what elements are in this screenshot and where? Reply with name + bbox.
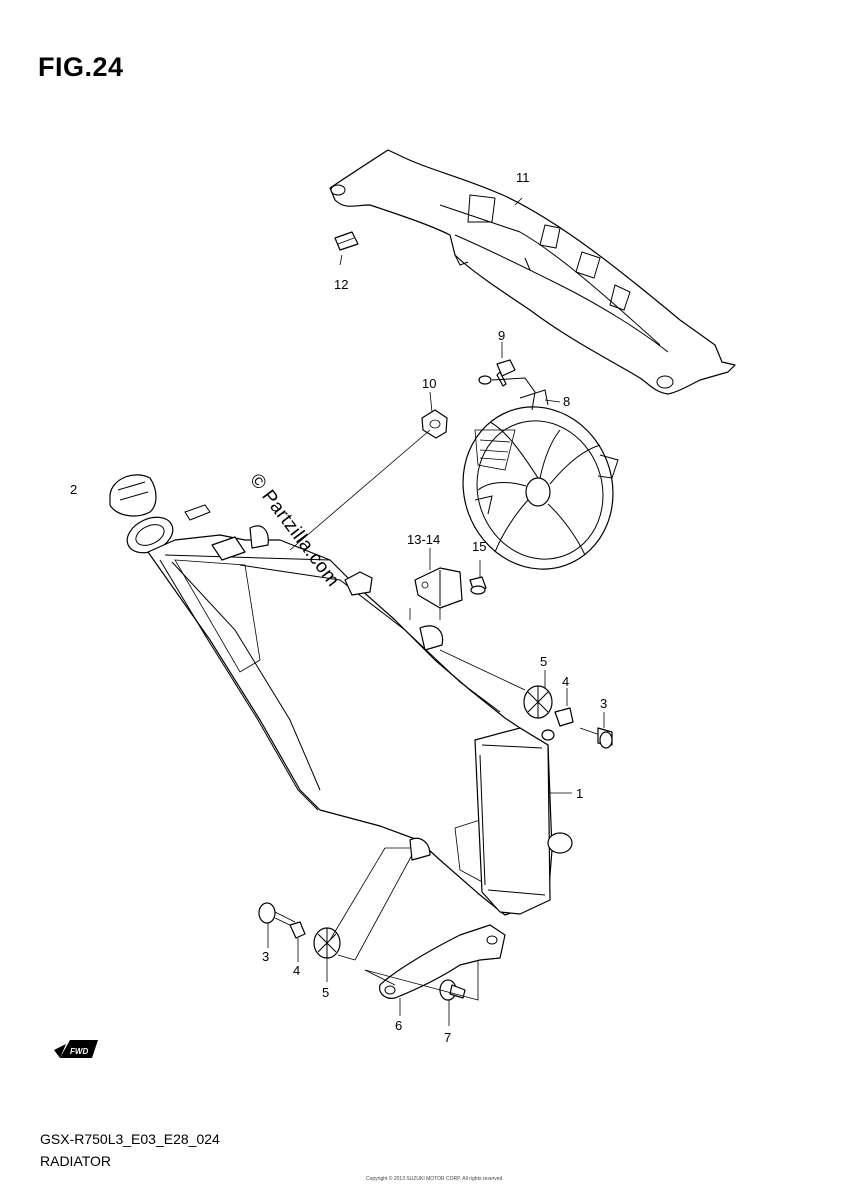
callout-9: 9 xyxy=(498,328,505,343)
part-7-bolt xyxy=(439,979,466,1001)
part-3-bolt-right xyxy=(579,727,613,749)
callout-11: 11 xyxy=(516,170,530,185)
part-9-bolt xyxy=(478,359,516,387)
part-5-grommet-right xyxy=(523,685,553,719)
part-5-grommet-left xyxy=(313,927,341,959)
part-3-bolt-left xyxy=(258,902,296,927)
callout-3-left: 3 xyxy=(262,949,269,964)
part-4-collar-left xyxy=(289,921,306,939)
callout-5-left: 5 xyxy=(322,985,329,1000)
callout-1: 1 xyxy=(576,786,583,801)
fwd-label: FWD xyxy=(70,1047,88,1056)
callout-4-left: 4 xyxy=(293,963,300,978)
part-4-collar-right xyxy=(554,707,574,727)
part-11-upper-cover xyxy=(329,149,736,395)
callout-4-right: 4 xyxy=(562,674,569,689)
callout-2: 2 xyxy=(70,482,77,497)
callout-8: 8 xyxy=(563,394,570,409)
part-15-bolt xyxy=(469,576,487,595)
callout-10: 10 xyxy=(422,376,436,391)
callout-7: 7 xyxy=(444,1030,451,1045)
callout-numbers: 11 12 9 10 8 2 13-14 15 5 4 3 1 3 4 5 6 … xyxy=(70,170,607,1045)
callout-5-right: 5 xyxy=(540,654,547,669)
fwd-arrow-badge: FWD xyxy=(54,1040,98,1058)
figure-title: FIG.24 xyxy=(38,52,124,82)
section-name: RADIATOR xyxy=(40,1153,112,1169)
callout-13-14: 13-14 xyxy=(407,532,440,547)
leader-lines xyxy=(267,197,605,1026)
part-12-clip xyxy=(334,231,359,251)
callout-6: 6 xyxy=(395,1018,402,1033)
model-code: GSX-R750L3_E03_E28_024 xyxy=(40,1131,220,1147)
callout-3-right: 3 xyxy=(600,696,607,711)
part-2-radiator-cap xyxy=(109,474,174,554)
callout-12: 12 xyxy=(334,277,348,292)
copyright-note: Copyright © 2013 SUZUKI MOTOR CORP. All … xyxy=(366,1176,503,1182)
part-6-lower-bracket xyxy=(379,924,506,999)
callout-15: 15 xyxy=(472,539,486,554)
part-1-radiator xyxy=(147,504,573,916)
part-13-14-bracket xyxy=(414,567,463,609)
part-8-cooling-fan xyxy=(462,377,619,570)
